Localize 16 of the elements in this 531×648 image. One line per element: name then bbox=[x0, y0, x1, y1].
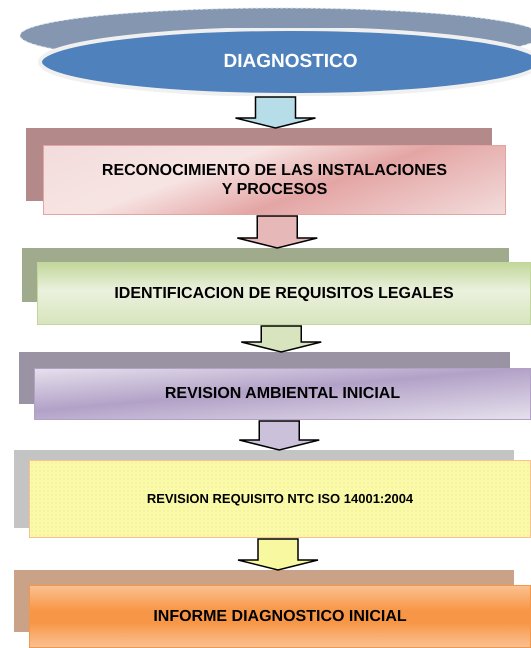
process-box bbox=[37, 262, 531, 325]
process-box bbox=[29, 460, 531, 538]
step-label: REVISION REQUISITO NTC ISO 14001:2004 bbox=[146, 490, 414, 508]
step-label: RECONOCIMIENTO DE LAS INSTALACIONES Y PROCESOS bbox=[100, 160, 448, 200]
step-label: REVISION AMBIENTAL INICIAL bbox=[164, 384, 400, 404]
block-arrow bbox=[238, 420, 320, 451]
step-label: IDENTIFICACION DE REQUISITOS LEGALES bbox=[114, 284, 454, 304]
block-arrow bbox=[237, 538, 319, 571]
block-arrow bbox=[234, 96, 316, 129]
process-box bbox=[29, 585, 531, 648]
process-box bbox=[43, 145, 506, 215]
block-arrow bbox=[240, 325, 322, 353]
block-arrow bbox=[236, 215, 318, 249]
step-label: INFORME DIAGNOSTICO INICIAL bbox=[153, 606, 407, 626]
process-box bbox=[34, 368, 531, 420]
step-label: DIAGNOSTICO bbox=[223, 50, 358, 74]
